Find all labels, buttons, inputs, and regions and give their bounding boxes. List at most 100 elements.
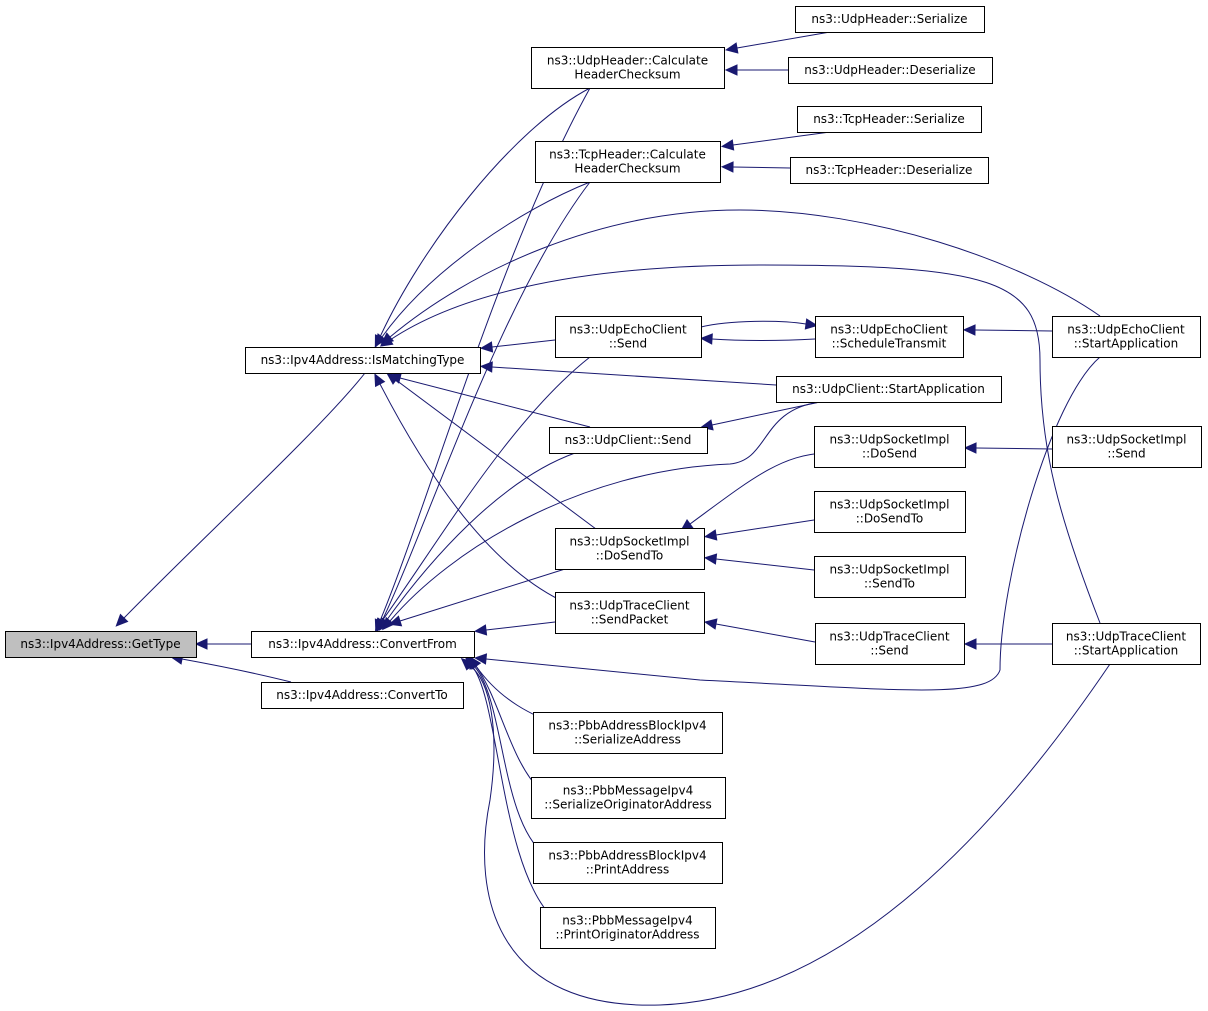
node-label: ns3::PbbAddressBlockIpv4: [548, 849, 706, 863]
node-pbb-blk-print[interactable]: ns3::PbbAddressBlockIpv4::PrintAddress: [533, 842, 723, 884]
node-trace-start[interactable]: ns3::UdpTraceClient::StartApplication: [1052, 623, 1201, 665]
edge-line: [473, 665, 546, 856]
node-label: ns3::PbbMessageIpv4: [562, 914, 693, 928]
node-convertto[interactable]: ns3::Ipv4Address::ConvertTo: [261, 682, 464, 709]
node-label: ns3::Ipv4Address::GetType: [20, 637, 180, 651]
edge-pbb_msg_print-to-convertfrom: [465, 655, 556, 921]
node-box: [776, 376, 1002, 403]
node-ismatching[interactable]: ns3::Ipv4Address::IsMatchingType: [245, 347, 481, 374]
node-box: [533, 712, 723, 754]
node-echo-send[interactable]: ns3::UdpEchoClient::Send: [555, 316, 702, 358]
node-tcph-ser[interactable]: ns3::TcpHeader::Serialize: [797, 106, 982, 133]
arrowhead: [374, 333, 387, 347]
arrowhead: [388, 615, 403, 627]
node-label: HeaderChecksum: [574, 162, 680, 176]
edge-line: [379, 87, 591, 338]
edge-line: [711, 401, 821, 426]
edges-layer: [115, 31, 1111, 1006]
node-pbb-msg-print[interactable]: ns3::PbbMessageIpv4::PrintOriginatorAddr…: [540, 907, 716, 949]
node-label: ::SerializeOriginatorAddress: [544, 798, 711, 812]
node-label: ns3::UdpSocketImpl: [830, 498, 950, 512]
node-sock-send[interactable]: ns3::UdpSocketImpl::Send: [1052, 426, 1202, 468]
edge-convertfrom-to-gettype: [194, 638, 251, 650]
edge-line: [715, 623, 816, 643]
node-sock-dosend[interactable]: ns3::UdpSocketImpl::DoSend: [814, 426, 966, 468]
node-label: ns3::Ipv4Address::IsMatchingType: [261, 353, 465, 367]
node-sock-dosendto[interactable]: ns3::UdpSocketImpl::DoSendTo: [555, 528, 705, 570]
arrowhead: [804, 318, 819, 330]
nodes-layer: ns3::Ipv4Address::GetTypens3::Ipv4Addres…: [5, 6, 1202, 949]
edge-echo_start-to-echo_sched: [962, 324, 1053, 336]
node-box: [5, 631, 197, 658]
node-box: [261, 682, 464, 709]
node-box: [790, 157, 989, 184]
node-label: ns3::UdpClient::Send: [565, 433, 692, 447]
node-udpc-start[interactable]: ns3::UdpClient::StartApplication: [776, 376, 1002, 403]
node-label: ::DoSendTo: [856, 512, 924, 526]
node-trace-send[interactable]: ns3::UdpTraceClient::Send: [815, 623, 965, 665]
node-sock-sendto[interactable]: ns3::UdpSocketImpl::SendTo: [814, 556, 966, 598]
node-box: [814, 426, 966, 468]
edge-line: [381, 181, 591, 622]
node-label: ns3::PbbMessageIpv4: [563, 784, 694, 798]
node-label: ns3::UdpTraceClient: [569, 599, 689, 613]
node-label: ::SendTo: [864, 577, 915, 591]
node-sock-dosendto-r[interactable]: ns3::UdpSocketImpl::DoSendTo: [814, 491, 966, 533]
node-pbb-blk-ser[interactable]: ns3::PbbAddressBlockIpv4::SerializeAddre…: [533, 712, 723, 754]
edge-pbb_msg_ser-to-convertfrom: [469, 655, 541, 791]
edge-line: [181, 658, 292, 683]
node-label: ::Send: [870, 644, 908, 658]
arrowhead: [479, 341, 494, 353]
edge-sock_dosendto-to-ismatching: [386, 372, 601, 533]
node-trace-sendpkt[interactable]: ns3::UdpTraceClient::SendPacket: [555, 592, 705, 634]
edge-line: [381, 181, 591, 338]
edge-tcph_calc-to-ismatching: [374, 181, 591, 347]
node-tcph-deser[interactable]: ns3::TcpHeader::Deserialize: [790, 157, 989, 184]
node-label: ::ScheduleTransmit: [832, 337, 947, 351]
node-label: ns3::UdpEchoClient: [1067, 323, 1185, 337]
arrowhead: [194, 638, 208, 650]
node-box: [245, 347, 481, 374]
arrowhead: [724, 64, 738, 76]
node-convertfrom[interactable]: ns3::Ipv4Address::ConvertFrom: [251, 631, 475, 658]
node-echo-start[interactable]: ns3::UdpEchoClient::StartApplication: [1052, 316, 1201, 358]
node-label: ns3::PbbAddressBlockIpv4: [548, 719, 706, 733]
edge-line: [975, 447, 1053, 450]
edge-sock_sendto-to-sock_dosendto: [703, 553, 815, 571]
edge-line: [485, 621, 556, 631]
node-udph-ser[interactable]: ns3::UdpHeader::Serialize: [795, 6, 985, 33]
node-gettype[interactable]: ns3::Ipv4Address::GetType: [5, 631, 197, 658]
edge-udpc_send-to-convertfrom: [378, 452, 576, 631]
edge-udpc_start-to-ismatching: [479, 361, 777, 386]
node-box: [533, 842, 723, 884]
node-box: [814, 491, 966, 533]
node-label: ::Send: [1107, 447, 1145, 461]
arrowhead: [379, 334, 394, 347]
node-box: [531, 47, 725, 89]
node-box: [549, 427, 708, 454]
node-echo-sched[interactable]: ns3::UdpEchoClient::ScheduleTransmit: [815, 316, 964, 358]
node-label: ns3::UdpSocketImpl: [830, 433, 950, 447]
edge-trace_start-to-ismatching: [379, 264, 1101, 624]
node-label: ::StartApplication: [1074, 644, 1178, 658]
node-udph-deser[interactable]: ns3::UdpHeader::Deserialize: [788, 57, 993, 84]
arrowhead: [720, 161, 734, 173]
node-pbb-msg-ser[interactable]: ns3::PbbMessageIpv4::SerializeOriginator…: [531, 777, 726, 819]
edge-line: [123, 372, 366, 619]
node-udpc-send[interactable]: ns3::UdpClient::Send: [549, 427, 708, 454]
edge-trace_start-to-convertfrom: [460, 657, 1111, 1006]
edge-ismatching-to-gettype: [115, 372, 366, 627]
node-label: ::DoSendTo: [596, 549, 664, 563]
node-box: [1052, 316, 1201, 358]
edge-line: [389, 401, 821, 622]
edge-convertto-to-gettype: [169, 653, 292, 683]
edge-echo_send-to-ismatching: [479, 339, 556, 353]
node-label: ::DoSend: [862, 447, 917, 461]
edge-line: [974, 329, 1053, 332]
edge-echo_send-to-echo_sched: [700, 318, 819, 330]
node-box: [540, 907, 716, 949]
arrowhead: [699, 333, 713, 345]
